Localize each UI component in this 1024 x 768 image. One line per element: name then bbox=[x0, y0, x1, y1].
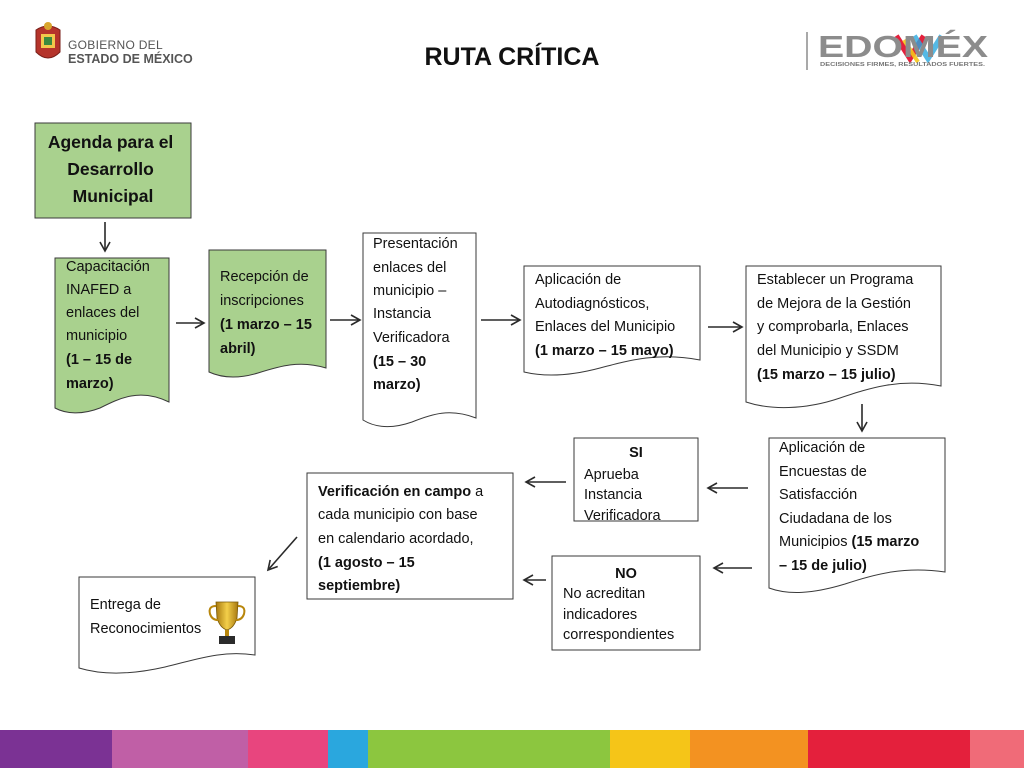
no-line1: No acreditan bbox=[563, 586, 645, 602]
programa-line3: y comprobarla, Enlaces bbox=[757, 319, 909, 335]
coat-of-arms-icon bbox=[35, 22, 61, 59]
presentacion-line5: Verificadora bbox=[373, 330, 451, 346]
presentacion-line2: enlaces del bbox=[373, 260, 446, 276]
svg-text:Aplicación de Encuestas: Aplicación de Encuestas de Satisfacción … bbox=[779, 440, 923, 574]
programa-date: (15 marzo – 15 julio) bbox=[757, 367, 896, 383]
svg-text:Entrega de Reconocimient: Entrega de Reconocimientos bbox=[90, 597, 201, 637]
node-no: NO No acreditan indicadores correspondie… bbox=[551, 555, 701, 651]
entrega-line2: Reconocimientos bbox=[90, 621, 201, 637]
aplicacion-auto-line2: Autodiagnósticos, bbox=[535, 296, 649, 312]
no-line2: indicadores bbox=[563, 607, 637, 623]
aplicacion-auto-line1: Aplicación de bbox=[535, 272, 621, 288]
capacitacion-date1: (1 – 15 de bbox=[66, 352, 132, 368]
verificacion-date1: (1 agosto – 15 bbox=[318, 555, 415, 571]
node-verificacion: Verificación en campo a cada municipio c… bbox=[306, 472, 514, 600]
svg-text:Verificación en campo a: Verificación en campo a cada municipio c… bbox=[318, 484, 487, 594]
presentacion-date1: (15 – 30 bbox=[373, 354, 426, 370]
agenda-line2: Desarrollo bbox=[67, 159, 154, 179]
svg-text:No acreditan indicadores: No acreditan indicadores correspondiente… bbox=[563, 586, 674, 643]
node-entrega: Entrega de Reconocimientos bbox=[78, 576, 256, 674]
node-agenda: Agenda para el Desarrollo Municipal bbox=[34, 122, 192, 219]
agenda-line3: Municipal bbox=[73, 186, 154, 206]
node-presentacion: Presentación enlaces del municipio – Ins… bbox=[362, 232, 477, 428]
encuestas-line2: Encuestas de bbox=[779, 464, 867, 480]
recepcion-line1: Recepción de bbox=[220, 269, 309, 285]
svg-text:Establecer un Programa d: Establecer un Programa de Mejora de la G… bbox=[757, 272, 917, 383]
capacitacion-date2: marzo) bbox=[66, 376, 114, 392]
node-recepcion: Recepción de inscripciones (1 marzo – 15… bbox=[208, 249, 327, 378]
arrow-verificacion-entrega bbox=[266, 536, 298, 572]
svg-text:Aplicación de Autodiagnó: Aplicación de Autodiagnósticos, Enlaces … bbox=[535, 272, 679, 359]
encuestas-date1: (15 marzo bbox=[852, 534, 920, 550]
encuestas-line3: Satisfacción bbox=[779, 487, 857, 503]
encuestas-line1: Aplicación de bbox=[779, 440, 865, 456]
capacitacion-line3: enlaces del bbox=[66, 305, 139, 321]
aplicacion-auto-date: (1 marzo – 15 mayo) bbox=[535, 343, 674, 359]
agenda-line1: Agenda para el bbox=[48, 132, 173, 152]
svg-text:Recepción de inscripcion: Recepción de inscripciones (1 marzo – 15… bbox=[220, 269, 316, 357]
no-line3: correspondientes bbox=[563, 627, 674, 643]
si-line2: Instancia bbox=[584, 487, 643, 503]
presentacion-line4: Instancia bbox=[373, 306, 432, 322]
page-title: RUTA CRÍTICA bbox=[425, 42, 600, 71]
verificacion-line3: en calendario acordado, bbox=[318, 531, 474, 547]
edomex-colorful-icon bbox=[893, 34, 945, 64]
si-line1: Aprueba bbox=[584, 467, 640, 483]
encuestas-date2: – 15 de julio) bbox=[779, 558, 867, 574]
aplicacion-auto-line3: Enlaces del Municipio bbox=[535, 319, 675, 335]
capacitacion-line1: Capacitación bbox=[66, 259, 150, 275]
svg-text:Agenda para el Desarroll: Agenda para el Desarrollo Municipal bbox=[48, 132, 178, 206]
presentacion-date2: marzo) bbox=[373, 377, 421, 393]
presentacion-line3: municipio – bbox=[373, 283, 447, 299]
edomex-wordmark: EDOMÉX bbox=[818, 29, 988, 64]
node-capacitacion: Capacitación INAFED a enlaces del munici… bbox=[54, 257, 170, 414]
node-programa: Establecer un Programa de Mejora de la G… bbox=[745, 265, 942, 409]
presentacion-line1: Presentación bbox=[373, 236, 458, 252]
gobierno-line1: GOBIERNO DEL bbox=[68, 38, 163, 52]
svg-text:Capacitación INAFED a: Capacitación INAFED a enlaces del munici… bbox=[66, 259, 154, 392]
node-aplicacion-auto: Aplicación de Autodiagnósticos, Enlaces … bbox=[523, 265, 701, 376]
no-heading: NO bbox=[615, 566, 637, 582]
svg-text:Presentación enlaces del: Presentación enlaces del municipio – Ins… bbox=[373, 236, 462, 393]
encuestas-line5: Municipios bbox=[779, 534, 852, 550]
verificacion-line1-tail: a bbox=[471, 484, 484, 500]
node-si: SI Aprueba Instancia Verificadora bbox=[573, 437, 699, 524]
verificacion-line2: cada municipio con base bbox=[318, 507, 478, 523]
gobierno-line2: ESTADO DE MÉXICO bbox=[68, 51, 193, 66]
verificacion-date2: septiembre) bbox=[318, 578, 400, 594]
capacitacion-line2: INAFED a bbox=[66, 282, 132, 298]
recepcion-date1: (1 marzo – 15 bbox=[220, 317, 312, 333]
verificacion-heading: Verificación en campo bbox=[318, 484, 471, 500]
programa-line1: Establecer un Programa bbox=[757, 272, 914, 288]
edomex-tagline: DECISIONES FIRMES, RESULTADOS FUERTES. bbox=[820, 62, 986, 68]
si-heading: SI bbox=[629, 445, 643, 461]
trophy-icon bbox=[208, 601, 246, 644]
capacitacion-line4: municipio bbox=[66, 328, 127, 344]
entrega-line1: Entrega de bbox=[90, 597, 161, 613]
encuestas-line4: Ciudadana de los bbox=[779, 511, 892, 527]
svg-text:Aprueba Instancia: Aprueba Instancia Verificadora bbox=[584, 467, 662, 524]
programa-line2: de Mejora de la Gestión bbox=[757, 296, 911, 312]
recepcion-date2: abril) bbox=[220, 341, 256, 357]
programa-line4: del Municipio y SSDM bbox=[757, 343, 899, 359]
si-line3: Verificadora bbox=[584, 508, 662, 524]
recepcion-line2: inscripciones bbox=[220, 293, 304, 309]
gobierno-logo: GOBIERNO DEL ESTADO DE MÉXICO bbox=[35, 22, 193, 66]
bottom-color-stripe bbox=[0, 730, 1024, 768]
node-encuestas: Aplicación de Encuestas de Satisfacción … bbox=[768, 437, 946, 594]
edomex-logo: EDOMÉX DECISIONES FIRMES, RESULTADOS FUE… bbox=[806, 29, 988, 70]
